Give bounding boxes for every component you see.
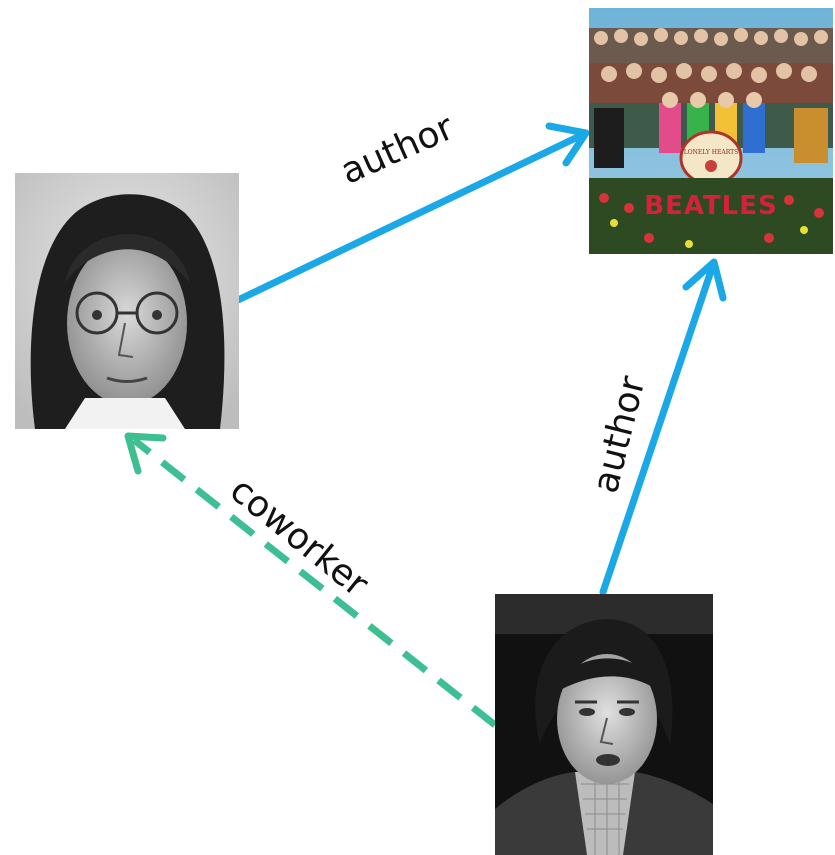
album-cover-photo: LONELY HEARTS BEATLES [589,8,833,254]
edge-author-mccartney-album [599,258,727,596]
portrait-photo-icon [495,594,713,855]
edge-author-lennon-album [234,122,590,304]
lennon-portrait-photo [15,173,239,429]
portrait-photo-icon [15,173,239,429]
mccartney-portrait-photo [495,594,713,855]
drum-text: LONELY HEARTS [684,149,738,156]
cover-title-text: BEATLES [644,191,777,221]
edge-coworker-mccartney-lennon [124,432,498,728]
album-cover-icon: LONELY HEARTS BEATLES [589,8,833,254]
